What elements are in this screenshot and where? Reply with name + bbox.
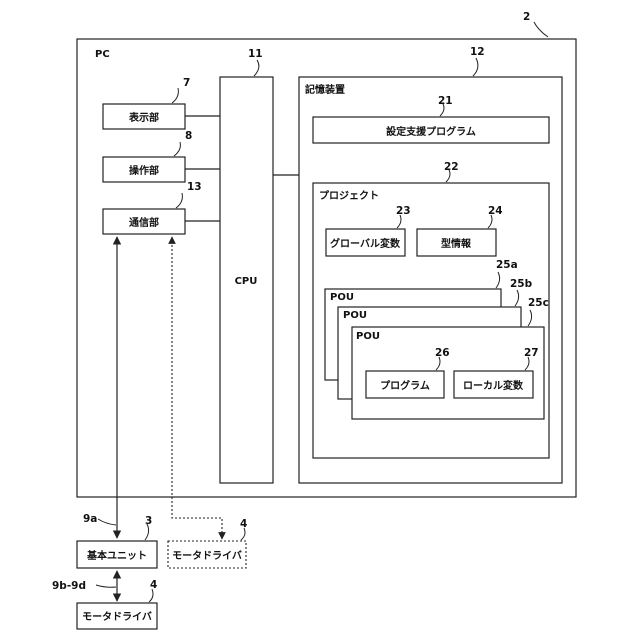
local-variable-label: ローカル変数 <box>463 379 524 392</box>
display-unit-label: 表示部 <box>128 111 159 124</box>
storage-ref: 12 <box>470 46 485 58</box>
motor-driver-ref: 4 <box>150 579 157 591</box>
communication-ref: 13 <box>187 181 202 193</box>
cpu-block: CPU 11 <box>220 48 273 483</box>
link-9b-9d: 9b-9d <box>52 571 117 601</box>
cpu-ref: 11 <box>248 48 263 60</box>
project-label: プロジェクト <box>319 189 379 202</box>
program-label: プログラム <box>380 379 430 392</box>
link-9a-ref: 9a <box>83 513 97 525</box>
project-ref: 22 <box>444 161 459 173</box>
link-9a-leader <box>98 519 116 525</box>
storage-device-label: 記憶装置 <box>305 83 345 96</box>
setting-support-program-label: 設定支援プログラム <box>386 125 476 138</box>
cpu-label: CPU <box>235 276 258 287</box>
link-9b-9d-ref: 9b-9d <box>52 580 86 592</box>
pou-25b-label: POU <box>343 310 367 321</box>
pou-25a-label: POU <box>330 292 354 303</box>
operation-unit-label: 操作部 <box>129 164 159 177</box>
local-variable-ref: 27 <box>524 347 539 359</box>
optional-motor-driver: モータドライバ 4 <box>168 518 247 568</box>
link-9b-9d-leader <box>96 585 116 587</box>
global-variable-label: グローバル変数 <box>330 237 401 250</box>
setting-program-ref: 21 <box>438 95 453 107</box>
pou-25c-label: POU <box>356 331 380 342</box>
pou-25a-ref: 25a <box>496 259 518 271</box>
type-information-label: 型情報 <box>441 237 472 250</box>
operation-ref: 8 <box>185 130 192 142</box>
pc-ref-leader <box>534 22 548 37</box>
optional-motor-driver-label: モータドライバ <box>172 550 242 562</box>
pou-25b-ref: 25b <box>510 278 533 290</box>
motor-driver-label: モータドライバ <box>82 611 152 623</box>
pou-25c-ref: 25c <box>528 297 549 309</box>
basic-unit-ref: 3 <box>145 515 152 527</box>
pc-label: PC <box>95 49 110 60</box>
basic-unit-label: 基本ユニット <box>86 549 147 562</box>
program-ref: 26 <box>435 347 450 359</box>
optional-motor-driver-ref: 4 <box>240 518 247 530</box>
global-variable-ref: 23 <box>396 205 411 217</box>
pc-ref: 2 <box>523 11 530 23</box>
type-information-ref: 24 <box>488 205 503 217</box>
communication-unit-label: 通信部 <box>129 216 159 229</box>
display-ref: 7 <box>183 77 190 89</box>
